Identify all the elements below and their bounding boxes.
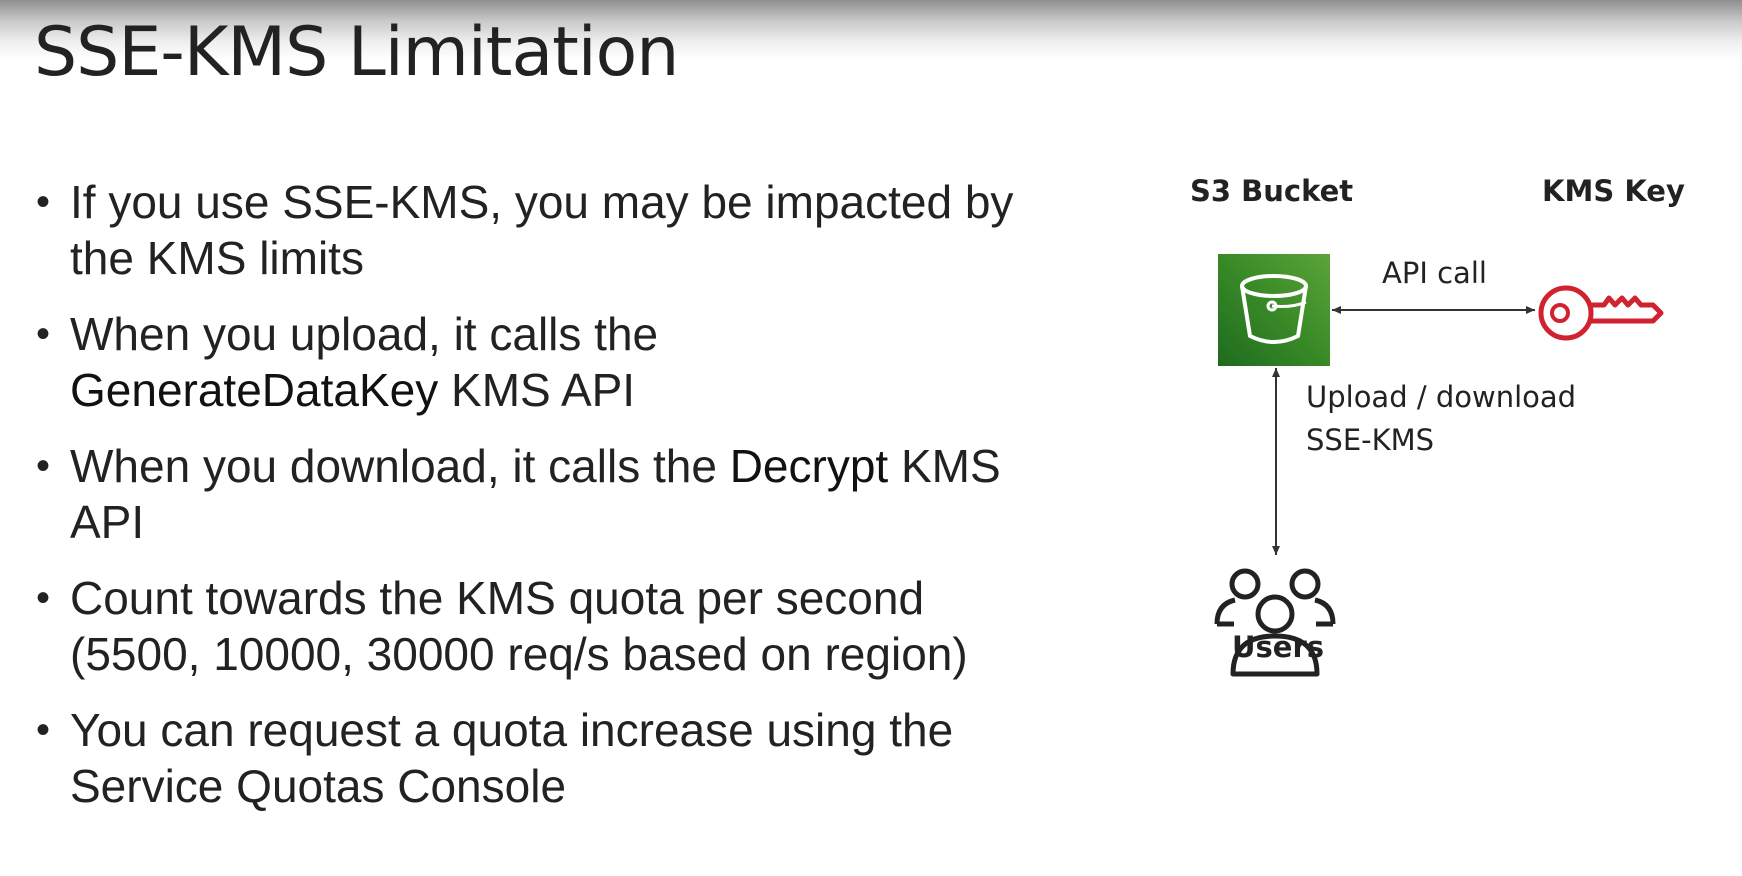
s3-bucket-label: S3 Bucket (1190, 174, 1354, 208)
bullet-dot: • (36, 444, 51, 488)
users-label: Users (1232, 630, 1325, 664)
bullet-text: When you upload, it calls the (70, 308, 659, 360)
bullet-text: If you use SSE-KMS, you may be impacted … (70, 176, 1014, 284)
sse-kms-label: SSE-KMS (1306, 423, 1435, 457)
bullet-item: • When you download, it calls the Decryp… (34, 438, 1014, 550)
bullet-text: KMS API (70, 440, 1001, 548)
bullet-dot: • (36, 312, 51, 356)
bullet-dot: • (36, 576, 51, 620)
bullet-text: Count towards the KMS quota per second (… (70, 572, 968, 680)
bullet-item: • If you use SSE-KMS, you may be impacte… (34, 174, 1014, 286)
diagram-arrows (1160, 170, 1720, 770)
api-call-label: API call (1382, 256, 1487, 290)
bullet-list: • If you use SSE-KMS, you may be impacte… (34, 174, 1014, 834)
bullet-text: You can request a quota increase using t… (70, 704, 954, 812)
title-bar-shade (0, 0, 1742, 60)
s3-bucket-icon (1218, 254, 1330, 366)
slide-title: SSE-KMS Limitation (34, 13, 679, 92)
bullet-dot: • (36, 708, 51, 752)
bullet-item: • When you upload, it calls the Generate… (34, 306, 1014, 418)
architecture-diagram: S3 Bucket KMS Key API call Upload / down… (1160, 170, 1720, 770)
bullet-dot: • (36, 180, 51, 224)
users-icon (1212, 558, 1338, 680)
bullet-emphasis: GenerateDataKey (70, 364, 439, 416)
key-icon (1537, 278, 1669, 348)
bullet-emphasis: Decrypt (729, 440, 889, 492)
bullet-item: • Count towards the KMS quota per second… (34, 570, 1014, 682)
bullet-text: KMS API (438, 364, 636, 416)
bullet-text: When you download, it calls the (70, 440, 730, 492)
kms-key-label: KMS Key (1542, 174, 1685, 208)
upload-download-label: Upload / download (1306, 380, 1577, 414)
bullet-item: • You can request a quota increase using… (34, 702, 1014, 814)
